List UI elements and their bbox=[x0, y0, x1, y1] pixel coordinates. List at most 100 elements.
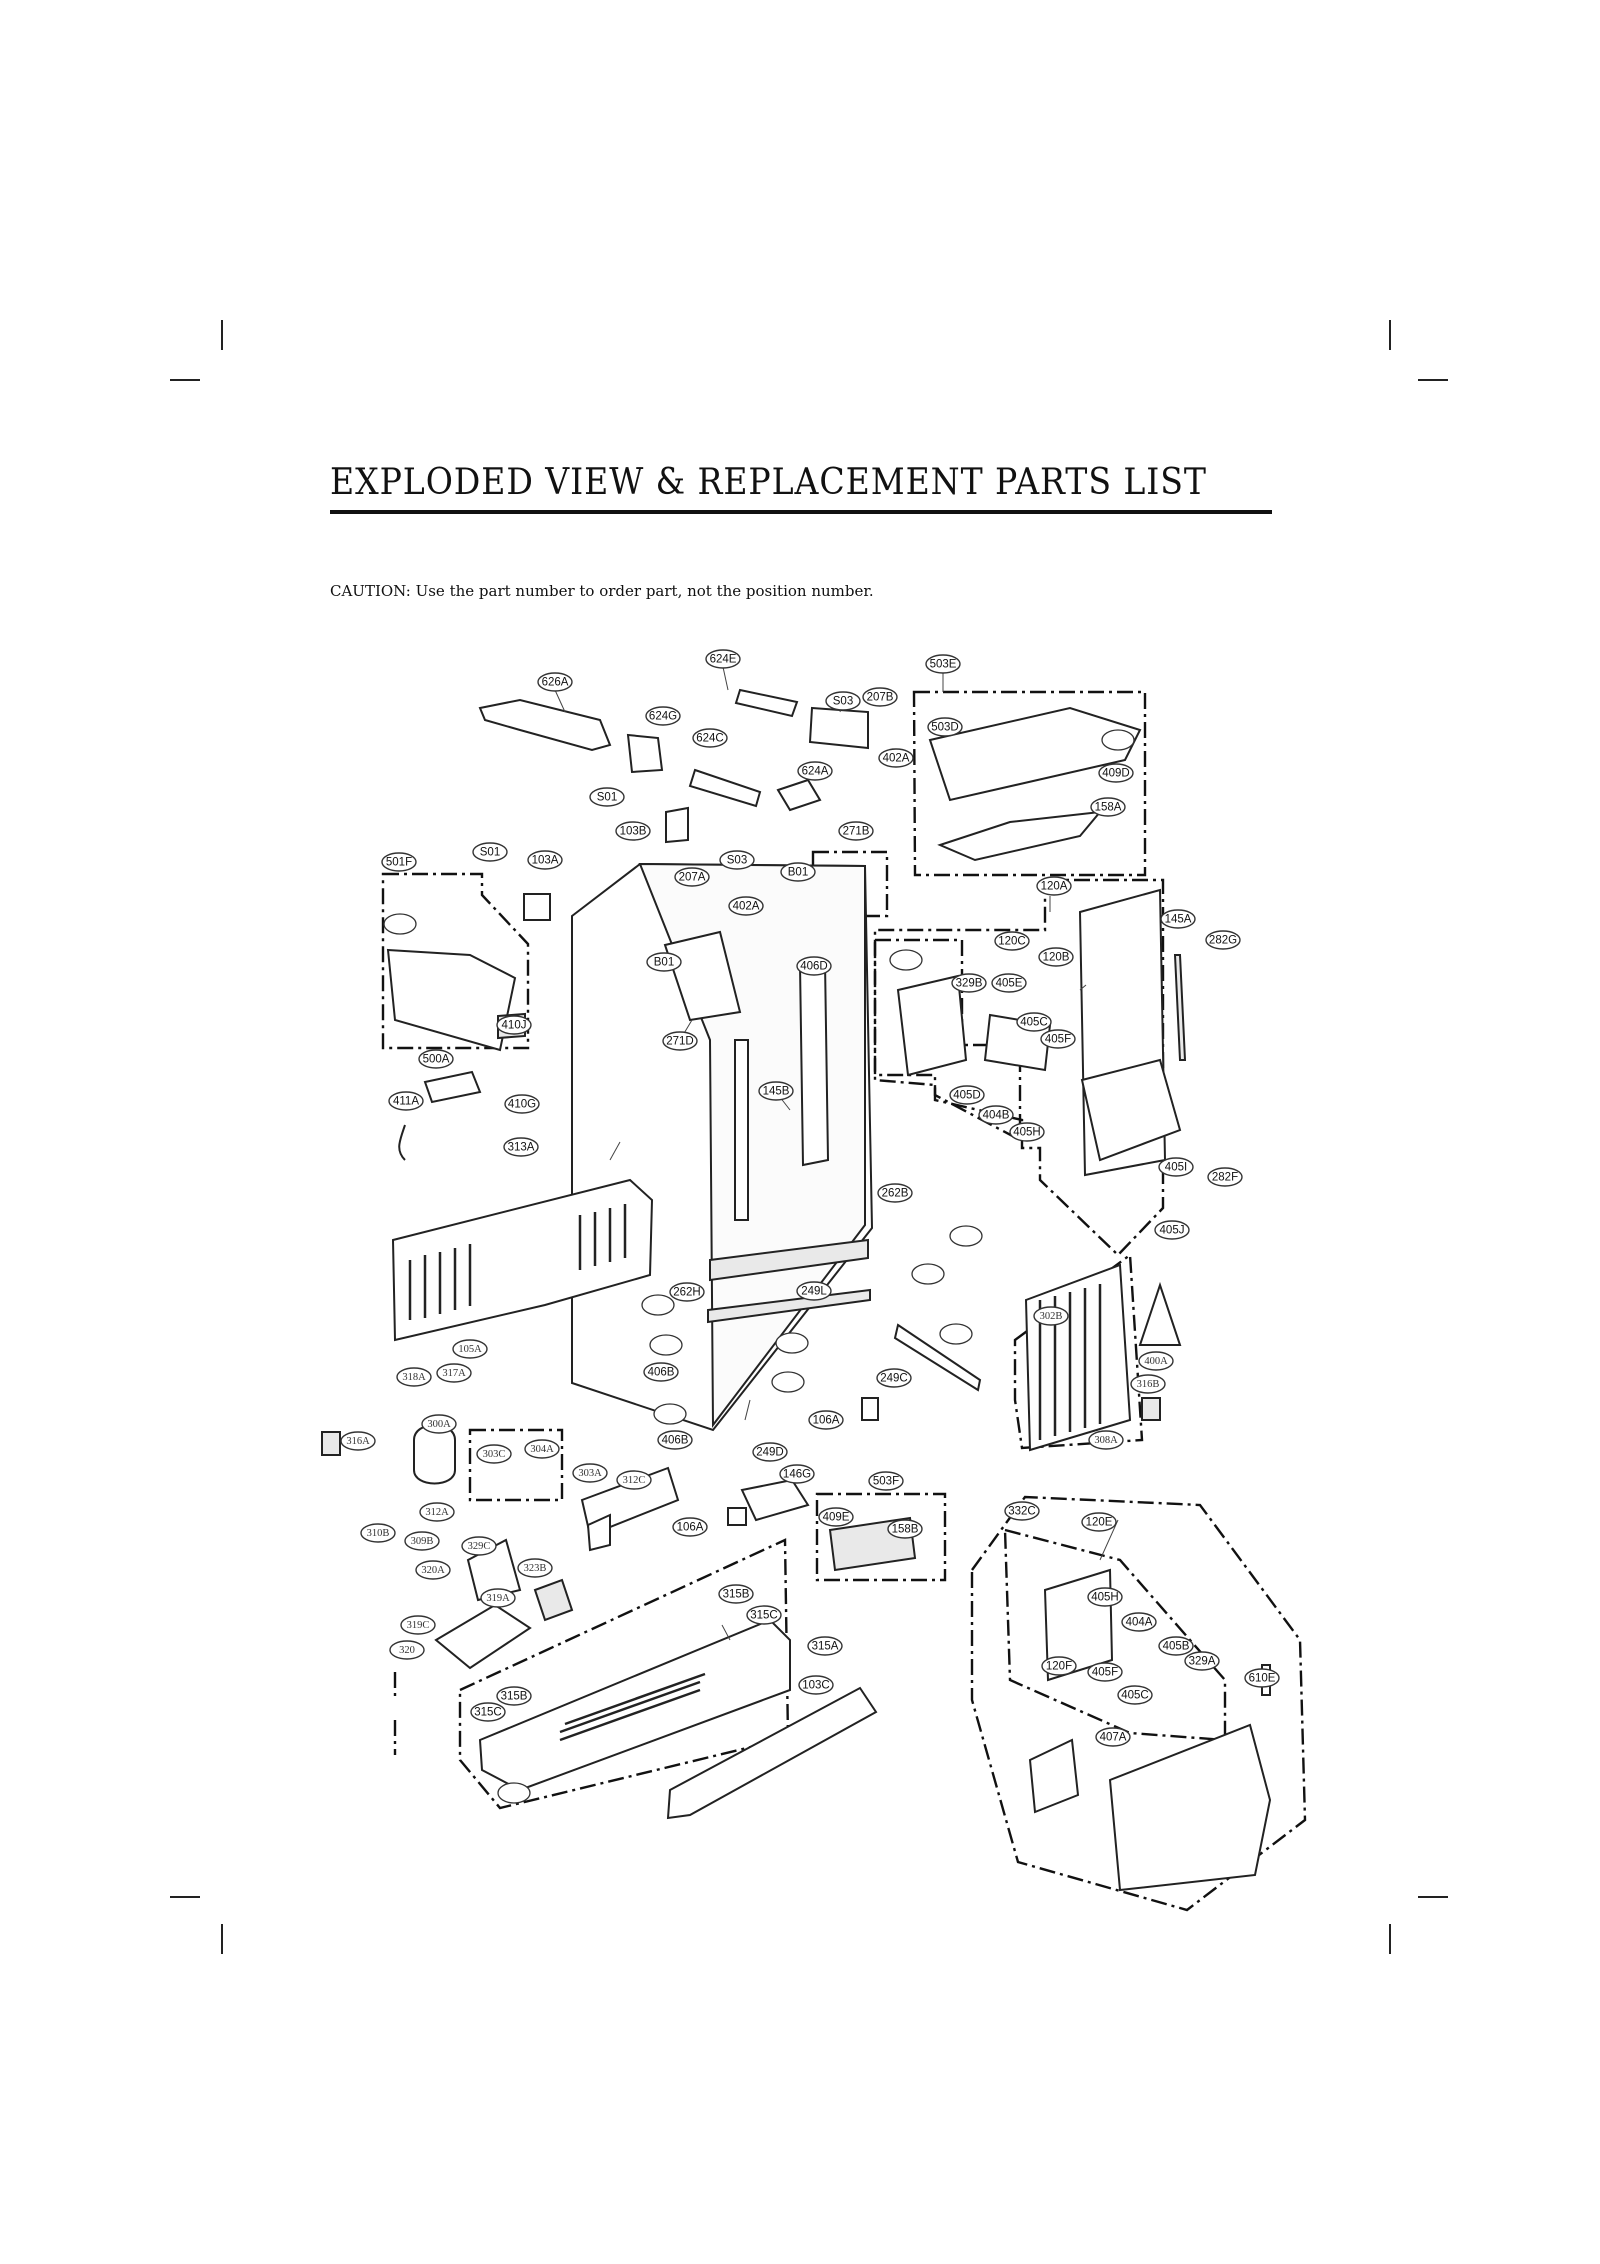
part-callout-text: 315A bbox=[812, 1641, 839, 1653]
part-callout-text: 145A bbox=[1165, 914, 1192, 926]
left-components bbox=[386, 948, 810, 1670]
part-callout-text: 624E bbox=[710, 654, 737, 666]
part-callout: 103C bbox=[798, 1675, 834, 1695]
part-callout-text: 410J bbox=[502, 1020, 527, 1032]
part-callout: 411A bbox=[388, 1091, 424, 1111]
part-callout: 407A bbox=[1095, 1727, 1131, 1747]
part-callout-serif: 318A bbox=[396, 1367, 432, 1387]
part-callout-serif-text: 316B bbox=[1137, 1379, 1160, 1390]
part-callout: 610E bbox=[1244, 1668, 1280, 1688]
part-callout-text: 158B bbox=[892, 1524, 919, 1536]
part-callout-serif: 303C bbox=[476, 1444, 512, 1464]
part-callout-serif-text: 304A bbox=[530, 1444, 554, 1455]
part-callout-serif: 400A bbox=[1138, 1351, 1174, 1371]
part-callout-text: 411A bbox=[393, 1096, 419, 1108]
part-callout: 120F bbox=[1041, 1656, 1077, 1676]
part-callout-serif-text: 309B bbox=[411, 1536, 434, 1547]
part-callout-text: 249D bbox=[756, 1447, 784, 1459]
part-callout-text: S01 bbox=[480, 847, 500, 859]
part-callout-text: 405F bbox=[1045, 1034, 1071, 1046]
part-callout-text: 405H bbox=[1013, 1127, 1041, 1139]
part-callout-serif: 316B bbox=[1130, 1374, 1166, 1394]
part-callout-text: 146G bbox=[783, 1469, 811, 1481]
part-callout: 405C bbox=[1117, 1685, 1153, 1705]
part-callout-text: 120A bbox=[1041, 881, 1068, 893]
part-callout-text: 406B bbox=[662, 1435, 689, 1447]
part-callout: 503E bbox=[925, 654, 961, 674]
part-callout-text: 106A bbox=[677, 1522, 704, 1534]
part-callout-text: 262H bbox=[673, 1287, 701, 1299]
part-callout-text: 106A bbox=[813, 1415, 840, 1427]
part-callout-text: 405F bbox=[1092, 1667, 1118, 1679]
part-callout: 207A bbox=[674, 867, 710, 887]
part-callout-text: 409D bbox=[1102, 768, 1130, 780]
part-callout-text: 315B bbox=[723, 1589, 750, 1601]
part-callout: 405B bbox=[1158, 1636, 1194, 1656]
part-callout-text: 271D bbox=[666, 1036, 694, 1048]
part-callout: 406D bbox=[796, 956, 832, 976]
part-callout-text: 404A bbox=[1126, 1617, 1153, 1629]
part-callout: 262B bbox=[877, 1183, 913, 1203]
part-callout: 406B bbox=[643, 1362, 679, 1382]
part-callout: 410G bbox=[504, 1094, 540, 1114]
part-callout-text: 282G bbox=[1209, 935, 1237, 947]
crop-mark bbox=[1389, 1924, 1391, 1954]
part-callout-serif-text: 317A bbox=[442, 1368, 466, 1379]
part-callout: 146G bbox=[779, 1464, 815, 1484]
title-rule bbox=[330, 510, 1272, 514]
part-callout: 409E bbox=[818, 1507, 854, 1527]
part-callout: 406B bbox=[657, 1430, 693, 1450]
part-callout: 402A bbox=[878, 748, 914, 768]
part-callout: 106A bbox=[808, 1410, 844, 1430]
part-callout-text: 332C bbox=[1008, 1506, 1036, 1518]
part-callout: 158A bbox=[1090, 797, 1126, 817]
part-callout-serif-text: 303A bbox=[578, 1468, 602, 1479]
part-callout-text: 282F bbox=[1212, 1172, 1238, 1184]
part-callout-text: 120C bbox=[998, 936, 1026, 948]
part-callout-text: 405I bbox=[1165, 1162, 1187, 1174]
part-callout-serif-text: 319C bbox=[407, 1620, 430, 1631]
part-callout: 405H bbox=[1009, 1122, 1045, 1142]
part-callout-text: 120E bbox=[1086, 1517, 1113, 1529]
part-callout: 315B bbox=[496, 1686, 532, 1706]
part-callout-serif-text: 308A bbox=[1094, 1435, 1118, 1446]
part-callout: 329B bbox=[951, 973, 987, 993]
part-callout-text: 624G bbox=[649, 711, 677, 723]
part-callout-text: 158A bbox=[1095, 802, 1122, 814]
part-callout: 332C bbox=[1004, 1501, 1040, 1521]
part-callout: 120E bbox=[1081, 1512, 1117, 1532]
part-callout-serif: 302B bbox=[1033, 1306, 1069, 1326]
part-callout: 624C bbox=[692, 728, 728, 748]
part-callout-text: S03 bbox=[833, 696, 853, 708]
part-callout-text: 405C bbox=[1121, 1690, 1149, 1702]
part-callout-text: 145B bbox=[763, 1086, 790, 1098]
part-callout: 503D bbox=[927, 717, 963, 737]
part-callout: 106A bbox=[672, 1517, 708, 1537]
part-callout-text: 503D bbox=[931, 722, 959, 734]
part-callout-serif-text: 400A bbox=[1144, 1356, 1168, 1367]
part-callout: S01 bbox=[472, 842, 508, 862]
part-callout: 271B bbox=[838, 821, 874, 841]
part-callout-serif: 319A bbox=[480, 1588, 516, 1608]
part-callout-serif: 312C bbox=[616, 1470, 652, 1490]
part-callout-text: 624C bbox=[696, 733, 724, 745]
part-callout-serif: 312A bbox=[419, 1502, 455, 1522]
page-title: EXPLODED VIEW & REPLACEMENT PARTS LIST bbox=[330, 462, 1207, 503]
crop-mark bbox=[1389, 320, 1391, 350]
crop-mark bbox=[1418, 379, 1448, 381]
part-callout-text: 405D bbox=[953, 1090, 981, 1102]
part-callout-text: 402A bbox=[883, 753, 910, 765]
crop-mark bbox=[170, 379, 200, 381]
part-callout-serif-text: 312C bbox=[623, 1475, 646, 1486]
part-callout-text: 405C bbox=[1020, 1017, 1048, 1029]
part-callout: 120A bbox=[1036, 876, 1072, 896]
part-callout: B01 bbox=[780, 862, 816, 882]
part-callout: 624G bbox=[645, 706, 681, 726]
part-callout-serif: 300A bbox=[421, 1414, 457, 1434]
part-callout-text: 501F bbox=[386, 857, 412, 869]
part-callout: B01 bbox=[646, 952, 682, 972]
part-callout-serif: 329C bbox=[461, 1536, 497, 1556]
part-callout-text: 249C bbox=[880, 1373, 908, 1385]
part-callout: 405F bbox=[1040, 1029, 1076, 1049]
part-callout-text: 313A bbox=[508, 1142, 535, 1154]
